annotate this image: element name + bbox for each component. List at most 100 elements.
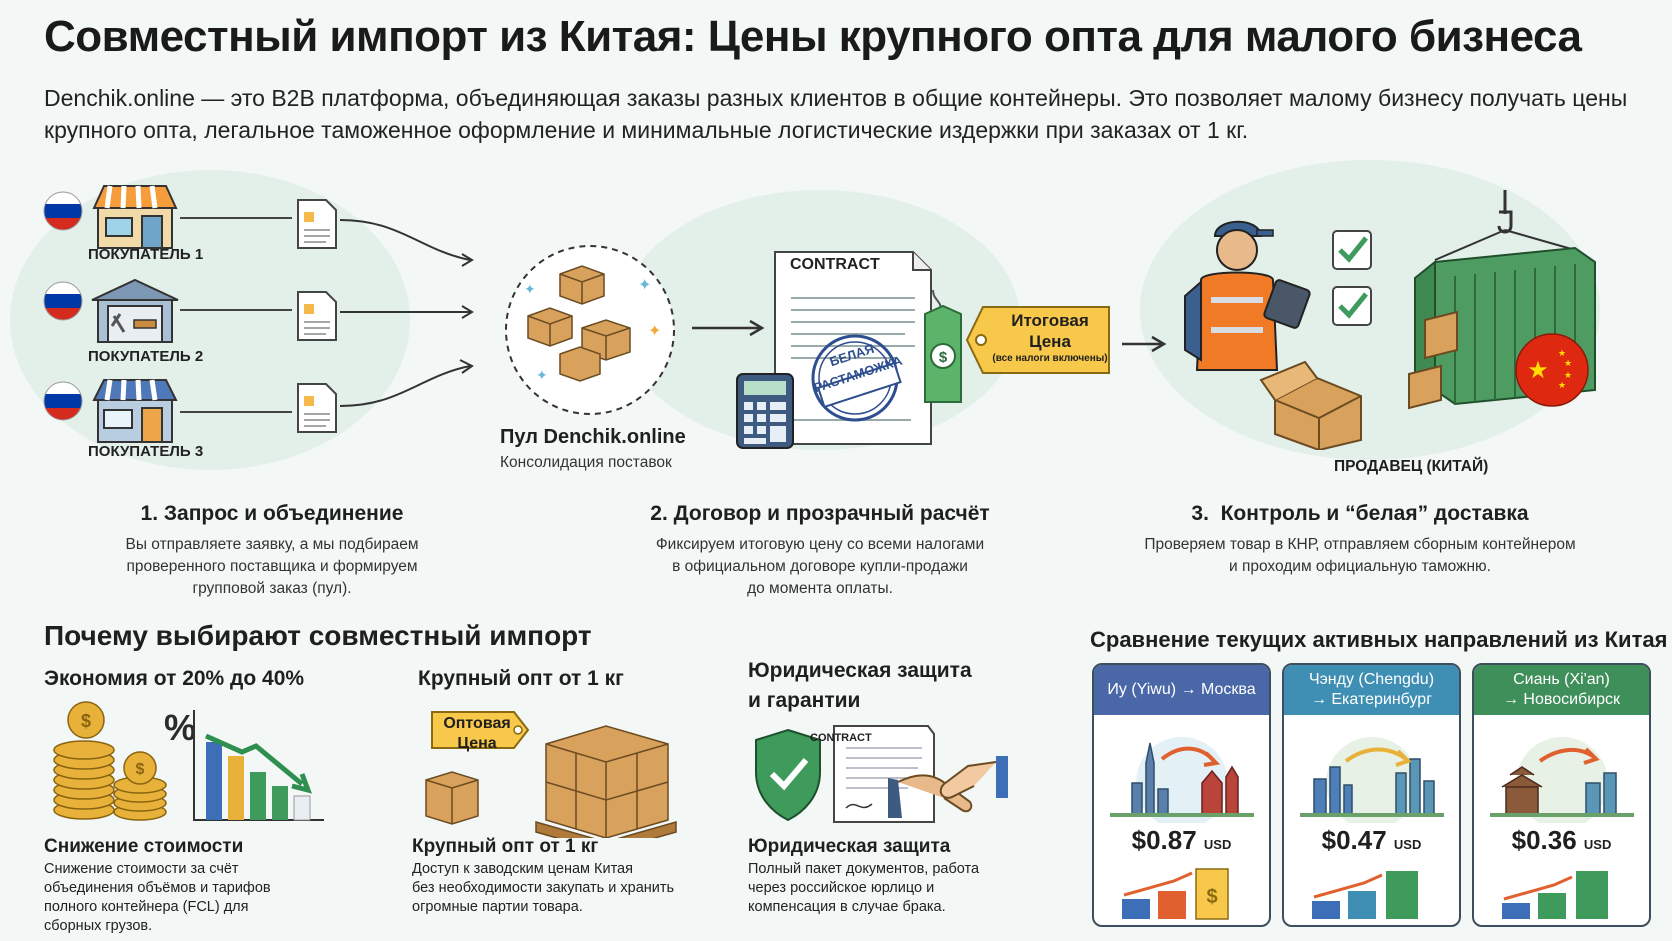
step-1-title: 1. Запрос и объединение xyxy=(140,502,404,525)
city-skyline-icon xyxy=(1110,737,1254,823)
buyer-label-2: ПОКУПАТЕЛЬ 2 xyxy=(88,348,204,365)
svg-text:★: ★ xyxy=(1558,348,1566,358)
step-2-desc-line: Фиксируем итоговую цену со всеми налогам… xyxy=(655,536,985,553)
benefit-1-desc-line: Снижение стоимости за счёт xyxy=(44,861,239,877)
step-1-desc-line: Вы отправляете заявку, а мы подбираем xyxy=(125,536,419,553)
svg-text:$: $ xyxy=(81,711,91,731)
step-3-desc-line: и проходим официальную таможню. xyxy=(1228,558,1491,575)
route-price: $0.87 USD xyxy=(1094,825,1269,856)
benefit-2-desc-line: Доступ к заводским ценам Китая xyxy=(412,861,633,877)
legal-contract-title: CONTRACT xyxy=(810,732,872,744)
benefit-3-heading: Юридическая защита и гарантии xyxy=(748,656,972,716)
route-card-header: Иу (Yiwu) → Москва xyxy=(1094,665,1269,715)
route-name: Сиань (Xi'an) xyxy=(1513,671,1610,688)
svg-text:✦: ✦ xyxy=(648,323,661,340)
workshop-icon xyxy=(91,278,179,343)
benefit-1-desc-line: сборных грузов. xyxy=(44,918,153,934)
svg-text:★: ★ xyxy=(1564,370,1572,380)
step-2-desc-line: в официальном договоре купли-продажи xyxy=(672,558,968,575)
final-price-line-1: Итоговая xyxy=(1011,311,1089,330)
request-flow-arrows xyxy=(180,199,474,433)
benefit-3-heading-line: Юридическая защита xyxy=(748,659,972,682)
route-card-header: Чэнду (Chengdu) → Екатеринбург xyxy=(1284,665,1459,715)
benefit-2-subheading: Крупный опт от 1 кг xyxy=(412,836,599,857)
arrow-right-icon xyxy=(1122,335,1167,353)
step-1-desc-line: проверенного поставщика и формируем xyxy=(126,558,418,575)
route-price: $0.36 USD xyxy=(1474,825,1649,856)
russia-flag-icon xyxy=(43,381,83,421)
benefit-3-desc-line: компенсация в случае брака. xyxy=(748,899,946,915)
svg-text:★: ★ xyxy=(1527,357,1549,384)
route-card-yiwu-moscow[interactable]: Иу (Yiwu) → Москва $0.87 USD $ xyxy=(1092,663,1271,927)
legal-protection-icon xyxy=(755,725,1008,823)
step-3-desc-line: Проверяем товар в КНР, отправляем сборны… xyxy=(1144,536,1576,553)
benefit-2-heading: Крупный опт от 1 кг xyxy=(418,667,624,690)
price-trend-bars xyxy=(1502,871,1608,919)
route-card-xian-novosibirsk[interactable]: Сиань (Xi'an) → Новосибирск $0.36 USD xyxy=(1472,663,1651,927)
step-1-desc: Вы отправляете заявку, а мы подбираем пр… xyxy=(82,534,462,600)
benefit-3-subheading: Юридическая защита xyxy=(748,836,951,857)
step-2-desc-line: до момента оплаты. xyxy=(747,580,893,597)
wholesale-tag-line-2: Цена xyxy=(457,735,497,752)
svg-text:%: % xyxy=(164,707,196,748)
benefit-3-desc: Полный пакет документов, работа через ро… xyxy=(748,860,1048,917)
step-2-desc: Фиксируем итоговую цену со всеми налогам… xyxy=(610,534,1030,600)
route-card-chengdu-yekaterinburg[interactable]: Чэнду (Chengdu) → Екатеринбург $0.47 USD xyxy=(1282,663,1461,927)
step-3-desc: Проверяем товар в КНР, отправляем сборны… xyxy=(1100,534,1620,578)
benefit-2-desc-line: без необходимости закупать и хранить xyxy=(412,880,675,896)
why-heading: Почему выбирают совместный импорт xyxy=(44,620,592,651)
inspector-worker-icon xyxy=(1184,220,1362,450)
checkbox-checked-icon xyxy=(1332,230,1372,270)
route-name: → Новосибирск xyxy=(1502,691,1621,708)
final-price-note: (все налоги включены) xyxy=(992,353,1108,364)
checkbox-checked-icon xyxy=(1332,286,1372,326)
routes-heading: Сравнение текущих активных направлений и… xyxy=(1090,627,1668,652)
svg-text:$: $ xyxy=(939,349,948,366)
benefit-3-desc-line: через российское юрлицо и xyxy=(748,880,935,896)
step-1-desc-line: групповой заказ (пул). xyxy=(192,580,352,597)
svg-text:$: $ xyxy=(136,761,145,778)
benefit-1-desc: Снижение стоимости за счёт объединения о… xyxy=(44,860,344,936)
price-currency: USD xyxy=(1203,837,1232,852)
buyer-label-1: ПОКУПАТЕЛЬ 1 xyxy=(88,246,204,263)
price-currency: USD xyxy=(1393,837,1422,852)
document-icon xyxy=(297,199,337,249)
svg-text:✦: ✦ xyxy=(638,277,651,294)
price-value: $0.87 xyxy=(1131,825,1197,855)
document-icon xyxy=(297,383,337,433)
benefit-1-heading: Экономия от 20% до 40% xyxy=(44,667,305,690)
benefit-1-subheading: Снижение стоимости xyxy=(44,836,244,857)
benefit-1-desc-line: полного контейнера (FCL) для xyxy=(44,899,249,915)
wholesale-pallet-icon xyxy=(425,711,677,838)
benefit-2-desc: Доступ к заводским ценам Китая без необх… xyxy=(412,860,732,917)
benefit-3-desc-line: Полный пакет документов, работа xyxy=(748,861,980,877)
china-flag-icon: ★ ★ ★ ★ ★ xyxy=(1515,333,1589,407)
document-icon xyxy=(297,291,337,341)
arrow-right-icon xyxy=(692,319,765,337)
final-price-tag xyxy=(965,306,1110,374)
benefit-3-heading-line: и гарантии xyxy=(748,689,861,712)
svg-text:✦: ✦ xyxy=(536,367,548,383)
contract-doc-title: CONTRACT xyxy=(790,256,880,273)
benefit-2-desc-line: огромные партии товара. xyxy=(412,899,583,915)
russia-flag-icon xyxy=(43,191,83,231)
price-value: $0.36 xyxy=(1511,825,1577,855)
savings-chart-icon: $ $ % xyxy=(53,701,324,821)
svg-text:$: $ xyxy=(1206,886,1217,908)
svg-text:✦: ✦ xyxy=(524,281,536,297)
shop-icon xyxy=(92,185,178,249)
seller-label: ПРОДАВЕЦ (КИТАЙ) xyxy=(1334,458,1489,475)
pool-title: Пул Denchik.online xyxy=(500,426,686,448)
benefit-1-desc-line: объединения объёмов и тарифов xyxy=(44,880,271,896)
svg-text:★: ★ xyxy=(1558,380,1566,390)
route-name: Чэнду (Chengdu) xyxy=(1308,671,1435,688)
final-price-label: Итоговая Цена (все налоги включены) xyxy=(985,310,1115,366)
final-price-line-2: Цена xyxy=(1029,332,1071,351)
store-icon xyxy=(92,379,178,443)
intro-text: Denchik.online — это B2B платформа, объе… xyxy=(44,85,1628,143)
price-currency: USD xyxy=(1583,837,1612,852)
page-title: Совместный импорт из Китая: Цены крупног… xyxy=(44,12,1582,61)
money-tag-icon: $ xyxy=(924,290,962,403)
route-card-header: Сиань (Xi'an) → Новосибирск xyxy=(1474,665,1649,715)
city-skyline-icon xyxy=(1490,737,1634,823)
